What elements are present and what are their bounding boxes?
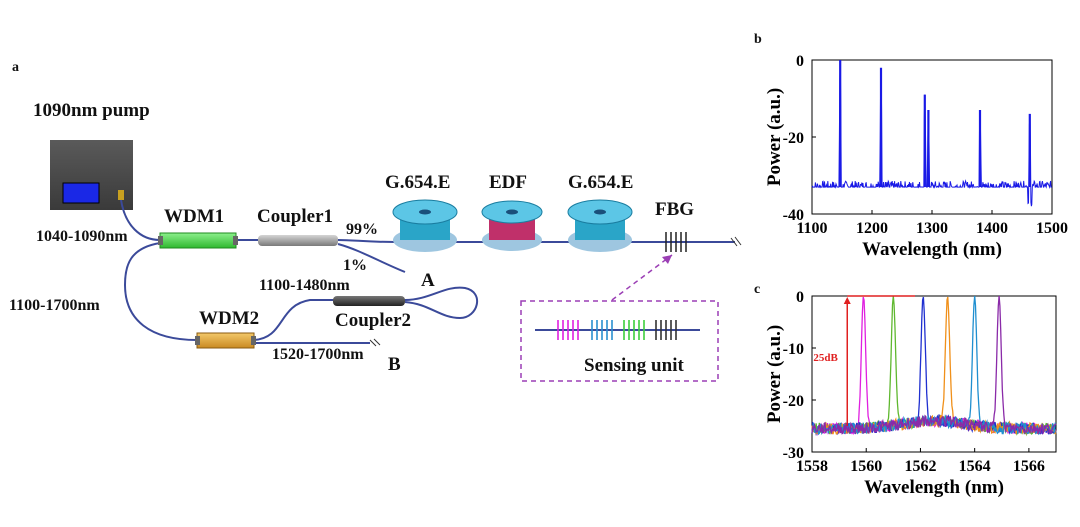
fbg-label: FBG xyxy=(655,199,695,220)
pump-laser xyxy=(50,140,133,210)
y-tick-label: -20 xyxy=(783,130,804,147)
fiber-spool-2 xyxy=(567,199,633,252)
x-tick-label: 1300 xyxy=(916,220,948,237)
pump-label: 1090nm pump xyxy=(33,100,150,121)
panel-c-label: c xyxy=(754,282,761,297)
chart-c: 1558 1560 1562 1564 1566 0 -10 -20 -30Wavelength… xyxy=(764,289,1057,498)
x-tick-label: 1560 xyxy=(850,458,882,475)
y-axis-label: Power (a.u.) xyxy=(764,88,785,186)
x-tick-label: 1558 xyxy=(796,458,828,475)
wdm1-device xyxy=(158,232,238,249)
x-tick-label: 1100 xyxy=(796,220,827,237)
port-b-label: B xyxy=(388,354,401,375)
ratio-1-label: 1% xyxy=(343,257,367,274)
band-1100-1700-label: 1100-1700nm xyxy=(9,297,100,314)
edf-label: EDF xyxy=(489,172,527,193)
band-1100-1480-label: 1100-1480nm xyxy=(259,277,350,294)
x-axis-label: Wavelength (nm) xyxy=(862,239,1002,260)
y-tick-label: 0 xyxy=(796,289,804,306)
wdm2-device xyxy=(195,332,256,349)
y-tick-label: -20 xyxy=(783,393,804,410)
ratio-99-label: 99% xyxy=(346,221,378,238)
x-tick-label: 1564 xyxy=(959,458,991,475)
y-tick-label: -10 xyxy=(783,341,804,358)
series-line xyxy=(811,295,1057,437)
coupler2-label: Coupler2 xyxy=(335,310,411,331)
spectrum-line xyxy=(811,62,1052,207)
fiber-spool-1 xyxy=(392,199,458,252)
coupler1-device xyxy=(258,235,338,246)
coupler2-device xyxy=(333,296,405,306)
port-a-label: A xyxy=(421,270,435,291)
series-line xyxy=(811,295,1057,436)
wdm1-label: WDM1 xyxy=(164,206,225,227)
wdm2-label: WDM2 xyxy=(199,308,260,329)
fiber2-label: G.654.E xyxy=(568,172,634,193)
x-tick-label: 1400 xyxy=(976,220,1008,237)
annotation-arrowhead xyxy=(843,297,851,304)
plot-frame xyxy=(811,59,1053,215)
annotation-label: 25dB xyxy=(813,352,838,364)
sensing-unit-label: Sensing unit xyxy=(584,355,684,376)
fbg-grating xyxy=(665,232,687,252)
x-tick-label: 1566 xyxy=(1013,458,1045,475)
band-1520-1700-label: 1520-1700nm xyxy=(272,346,364,363)
panel-a-label: a xyxy=(12,60,19,75)
fiber1-label: G.654.E xyxy=(385,172,451,193)
edf-spool xyxy=(481,200,543,251)
y-axis-label: Power (a.u.) xyxy=(764,325,785,423)
y-tick-label: -30 xyxy=(783,445,804,462)
setup-diagram xyxy=(50,140,742,382)
sensing-unit-box xyxy=(520,300,719,382)
coupler1-label: Coupler1 xyxy=(257,206,333,227)
y-tick-label: -40 xyxy=(783,207,804,224)
x-tick-label: 1500 xyxy=(1036,220,1068,237)
sensing-pointer-arrow xyxy=(611,254,673,301)
x-tick-label: 1200 xyxy=(856,220,888,237)
series-line xyxy=(811,295,1057,436)
band-1040-label: 1040-1090nm xyxy=(36,228,128,245)
x-tick-label: 1562 xyxy=(904,458,936,475)
series-line xyxy=(811,296,1057,437)
y-tick-label: 0 xyxy=(796,53,804,70)
panel-b-label: b xyxy=(754,32,762,47)
series-line xyxy=(811,296,1057,437)
plot-frame xyxy=(811,295,1057,453)
x-axis-label: Wavelength (nm) xyxy=(864,477,1004,498)
series-line xyxy=(811,296,1057,436)
